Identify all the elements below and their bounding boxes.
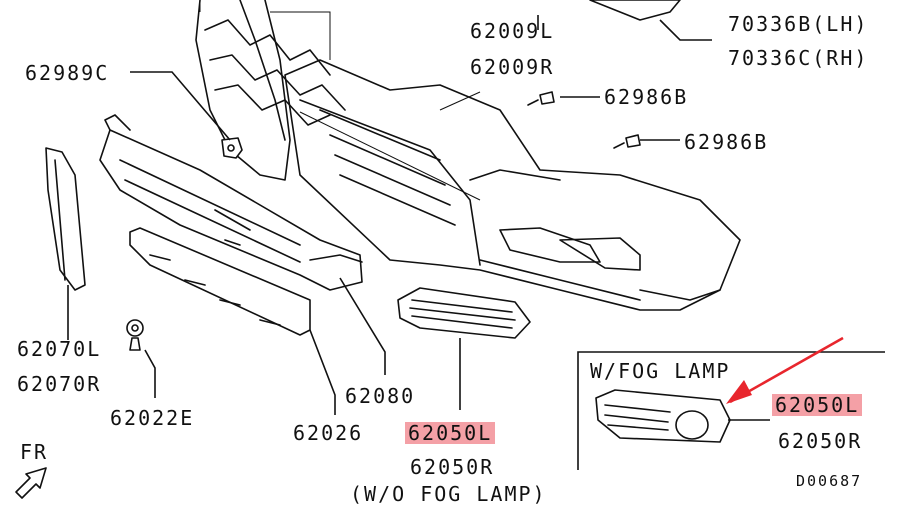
screws-62986b — [527, 91, 641, 149]
side-bracket — [45, 147, 86, 291]
label-70336b: 70336B(LH) — [728, 12, 869, 36]
garnish-wo-fog — [397, 287, 531, 339]
label-62026: 62026 — [293, 421, 364, 445]
clip-62022e — [126, 319, 144, 351]
lower-cover — [129, 227, 311, 336]
label-62070r: 62070R — [17, 372, 102, 396]
inset-frame — [577, 351, 885, 470]
splash-guard — [589, 0, 681, 21]
bumper-cover — [284, 59, 741, 311]
leader-box — [199, 0, 331, 60]
garnish-w-fog — [595, 389, 731, 443]
label-62070l: 62070L — [17, 337, 102, 361]
label-62986b-lower: 62986B — [684, 130, 769, 154]
inset-label-62050r: 62050R — [778, 429, 863, 453]
label-62009l: 62009L — [470, 19, 555, 43]
label-62050r: 62050R — [410, 455, 495, 479]
diagram-code: D00687 — [796, 472, 863, 490]
radiator-grille — [195, 0, 346, 181]
label-without-fog-lamp: (W/O FOG LAMP) — [350, 482, 547, 506]
clip-62989c — [221, 137, 243, 159]
leader-lines — [67, 15, 770, 421]
label-62009r: 62009R — [470, 55, 555, 79]
label-62986b-upper: 62986B — [604, 85, 689, 109]
front-direction-label: FR — [20, 440, 49, 464]
label-62050l-highlighted: 62050L — [405, 422, 496, 444]
reinforcement-bar — [99, 114, 363, 291]
front-direction-arrow-icon — [15, 467, 47, 499]
callout-arrow-icon — [726, 336, 844, 404]
label-62989c: 62989C — [25, 61, 110, 85]
label-62080: 62080 — [345, 384, 416, 408]
label-62022e: 62022E — [110, 406, 195, 430]
inset-label-62050l-highlighted: 62050L — [772, 394, 863, 416]
label-70336c: 70336C(RH) — [728, 46, 869, 70]
inset-title-with-fog-lamp: W/FOG LAMP — [590, 359, 731, 383]
